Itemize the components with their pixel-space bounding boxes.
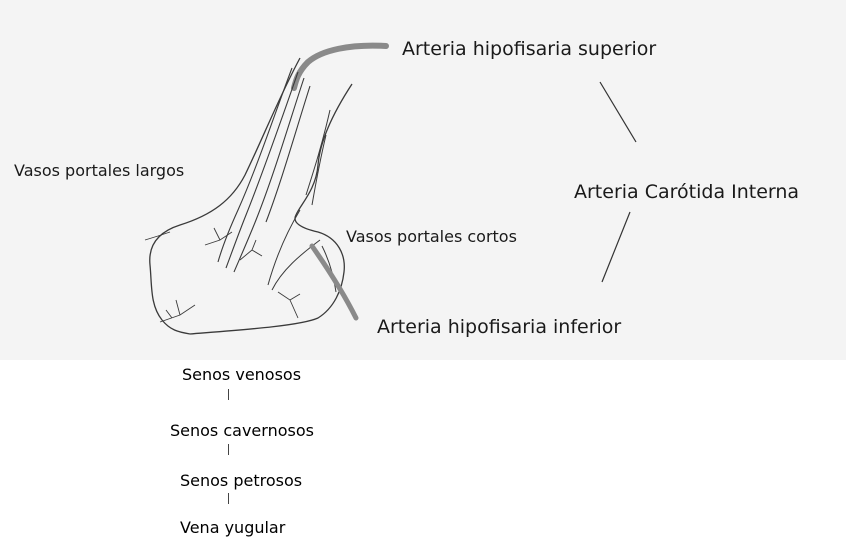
chain-connector bbox=[228, 389, 229, 400]
chain-connector bbox=[228, 444, 229, 455]
superior-hypophyseal-artery bbox=[294, 46, 386, 88]
venous-step-senos-venosos: Senos venosos bbox=[182, 367, 301, 383]
long-portal-vessels bbox=[218, 68, 310, 272]
venous-step-vena-yugular: Vena yugular bbox=[180, 520, 285, 536]
label-vasos-portales-cortos: Vasos portales cortos bbox=[346, 229, 517, 245]
venous-step-senos-petrosos: Senos petrosos bbox=[180, 473, 302, 489]
capillary-branches bbox=[145, 228, 300, 322]
carotid-leader-upper bbox=[600, 82, 636, 142]
venous-step-senos-cavernosos: Senos cavernosos bbox=[170, 423, 314, 439]
inferior-hypophyseal-artery bbox=[312, 246, 356, 318]
label-arteria-carotida-interna: Arteria Carótida Interna bbox=[574, 183, 799, 202]
label-arteria-hipofisaria-superior: Arteria hipofisaria superior bbox=[402, 40, 656, 59]
chain-connector bbox=[228, 493, 229, 504]
label-arteria-hipofisaria-inferior: Arteria hipofisaria inferior bbox=[377, 318, 621, 337]
pituitary-stalk-outline-left bbox=[150, 58, 300, 334]
carotid-leader-lower bbox=[602, 212, 630, 282]
label-vasos-portales-largos: Vasos portales largos bbox=[14, 163, 184, 179]
